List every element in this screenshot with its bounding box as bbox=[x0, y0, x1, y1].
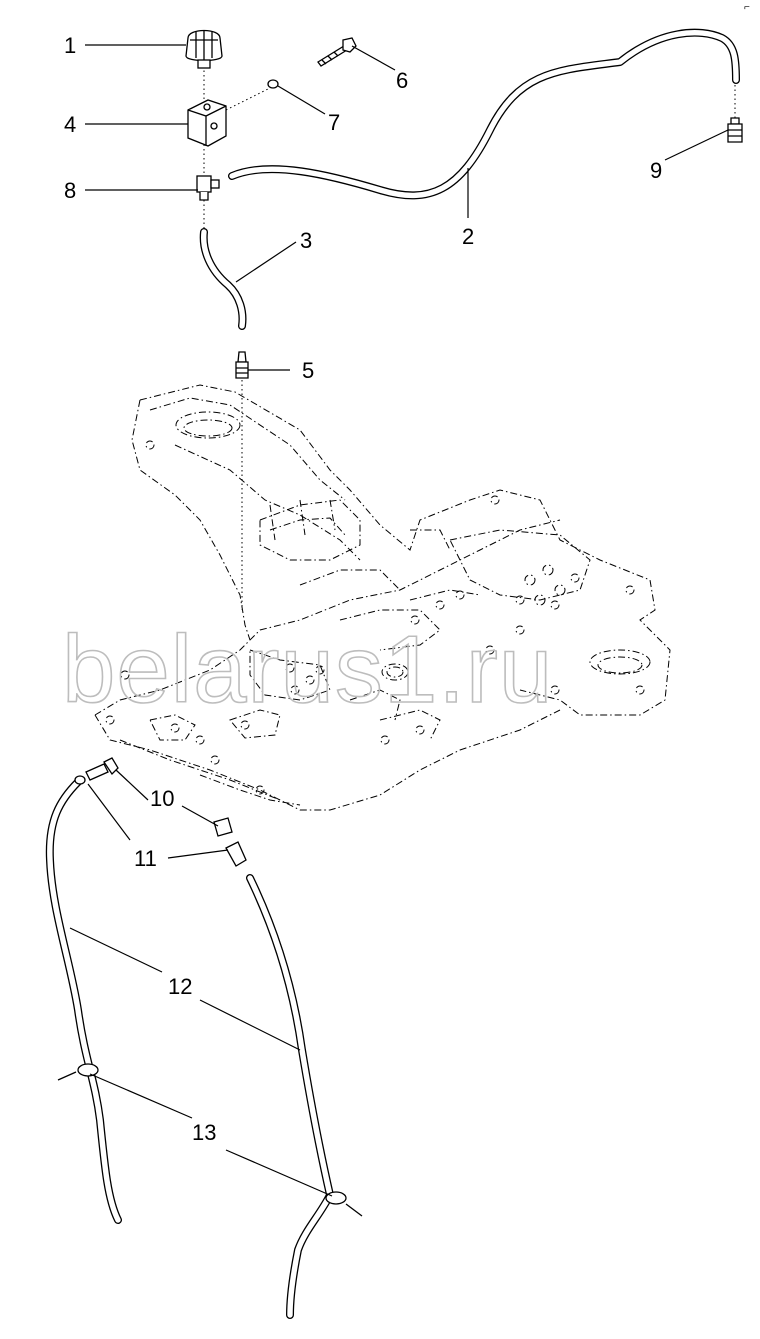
mounting-block bbox=[187, 99, 227, 147]
connector bbox=[727, 117, 743, 143]
washer bbox=[267, 79, 279, 89]
drain-hose-left bbox=[45, 778, 122, 1224]
callout-6: 6 bbox=[396, 68, 408, 93]
hose-fitting bbox=[235, 351, 249, 379]
callout-8: 8 bbox=[64, 178, 76, 203]
adapter-lower bbox=[225, 841, 247, 867]
breather-hose-short bbox=[199, 228, 247, 330]
callout-1: 1 bbox=[64, 33, 76, 58]
callout-13: 13 bbox=[192, 1120, 216, 1145]
callout-11: 11 bbox=[134, 846, 157, 871]
bolt bbox=[317, 37, 357, 67]
elbow-fitting-lower bbox=[213, 817, 233, 837]
callout-3: 3 bbox=[300, 228, 312, 253]
callout-4: 4 bbox=[64, 112, 76, 137]
assembly-centerlines bbox=[203, 66, 736, 610]
breather-hose-long bbox=[228, 28, 740, 200]
filler-cap bbox=[185, 29, 223, 69]
leader-lines bbox=[69, 44, 729, 1197]
tee-fitting bbox=[196, 175, 220, 201]
hose-clamp-left bbox=[57, 1063, 99, 1081]
callout-12: 12 bbox=[168, 974, 192, 999]
elbow-fitting-upper bbox=[85, 757, 119, 781]
transmission-housing bbox=[94, 384, 671, 811]
callout-2: 2 bbox=[462, 224, 474, 249]
watermark: belarus1.ru bbox=[62, 616, 553, 723]
callout-5: 5 bbox=[302, 358, 314, 383]
adapter-upper bbox=[74, 775, 86, 785]
corner-mark: ⌐ bbox=[744, 2, 750, 13]
callout-labels: 1 2 3 4 5 6 7 8 9 10 11 12 13 bbox=[64, 33, 662, 1145]
callout-10: 10 bbox=[150, 786, 174, 811]
callout-7: 7 bbox=[328, 110, 340, 135]
callout-9: 9 bbox=[650, 158, 662, 183]
drain-hose-right bbox=[246, 874, 334, 1319]
